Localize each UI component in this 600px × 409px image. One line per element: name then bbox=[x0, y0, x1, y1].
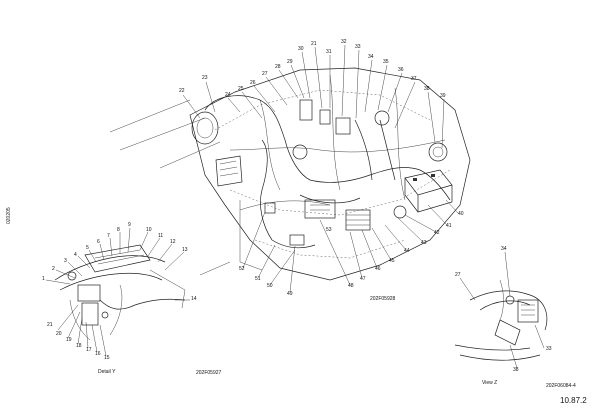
detail-callout-20: 20 bbox=[56, 331, 62, 337]
view-z-drawing bbox=[454, 279, 548, 361]
callout-25: 25 bbox=[238, 86, 244, 92]
callout-48: 48 bbox=[348, 283, 354, 289]
callout-38: 38 bbox=[424, 86, 430, 92]
fan-assembly bbox=[191, 111, 243, 187]
detail-callout-7: 7 bbox=[107, 233, 110, 239]
callout-30: 30 bbox=[298, 46, 304, 52]
figure-number-main: 202F05928 bbox=[370, 296, 396, 302]
page-number: 10.87.2 bbox=[560, 396, 587, 405]
callout-40: 40 bbox=[458, 211, 464, 217]
callout-39: 39 bbox=[440, 93, 446, 99]
view-callout-27: 27 bbox=[455, 272, 461, 278]
callout-34: 34 bbox=[368, 54, 374, 60]
callout-43: 43 bbox=[421, 240, 427, 246]
view-callout-33: 33 bbox=[546, 346, 552, 352]
main-leaders bbox=[182, 44, 459, 293]
callout-22: 22 bbox=[179, 88, 185, 94]
detail-callout-21: 21 bbox=[47, 322, 53, 328]
detail-callout-12: 12 bbox=[170, 239, 176, 245]
detail-callout-5: 5 bbox=[86, 245, 89, 251]
callout-53: 53 bbox=[326, 227, 332, 233]
callout-46: 46 bbox=[375, 266, 381, 272]
detail-callout-18: 18 bbox=[76, 343, 82, 349]
callout-21: 21 bbox=[311, 41, 317, 47]
callout-44: 44 bbox=[404, 248, 410, 254]
callout-36: 36 bbox=[398, 67, 404, 73]
callout-52: 52 bbox=[239, 266, 245, 272]
caption-detail-y: Detail Y bbox=[98, 369, 116, 375]
detail-callout-11: 11 bbox=[158, 233, 164, 239]
callout-31: 31 bbox=[326, 49, 332, 55]
detail-callout-2: 2 bbox=[52, 266, 55, 272]
callout-42: 42 bbox=[434, 230, 440, 236]
detail-callout-3: 3 bbox=[64, 258, 67, 264]
callout-50: 50 bbox=[267, 283, 273, 289]
callout-49: 49 bbox=[287, 291, 293, 297]
callout-28: 28 bbox=[275, 64, 281, 70]
callout-45: 45 bbox=[389, 258, 395, 264]
detail-callout-9: 9 bbox=[128, 222, 131, 228]
detail-callout-16: 16 bbox=[95, 351, 101, 357]
callout-29: 29 bbox=[287, 59, 293, 65]
extension-lines bbox=[109, 99, 231, 276]
round-components bbox=[292, 110, 448, 219]
detail-callout-19: 19 bbox=[66, 337, 72, 343]
relay-boxes bbox=[264, 99, 371, 246]
detail-callout-13: 13 bbox=[182, 247, 188, 253]
main-harness bbox=[204, 95, 451, 249]
view-callout-34: 34 bbox=[501, 246, 507, 252]
detail-callout-6: 6 bbox=[97, 239, 100, 245]
callout-23: 23 bbox=[202, 75, 208, 81]
detail-leaders bbox=[45, 227, 190, 357]
view-leaders bbox=[459, 251, 545, 369]
figure-number-view: 202F06084-4 bbox=[546, 383, 576, 389]
detail-callout-14: 14 bbox=[191, 296, 197, 302]
callout-37: 37 bbox=[411, 76, 417, 82]
figure-number-detail: 202F05927 bbox=[196, 370, 222, 376]
callout-26: 26 bbox=[250, 80, 256, 86]
callout-47: 47 bbox=[360, 276, 366, 282]
side-code: 020205 bbox=[6, 207, 12, 224]
callout-41: 41 bbox=[446, 223, 452, 229]
battery bbox=[404, 169, 453, 213]
callout-24: 24 bbox=[225, 92, 231, 98]
detail-callout-1: 1 bbox=[42, 276, 45, 282]
callout-32: 32 bbox=[341, 39, 347, 45]
callout-27: 27 bbox=[262, 71, 268, 77]
detail-callout-17: 17 bbox=[86, 347, 92, 353]
detail-y-drawing bbox=[54, 244, 186, 341]
callout-33: 33 bbox=[355, 44, 361, 50]
detail-callout-10: 10 bbox=[146, 227, 152, 233]
caption-view-z: View Z bbox=[482, 380, 498, 386]
detail-callout-8: 8 bbox=[117, 227, 120, 233]
detail-callout-15: 15 bbox=[104, 355, 110, 361]
callout-51: 51 bbox=[255, 276, 261, 282]
detail-callout-4: 4 bbox=[74, 252, 77, 258]
callout-35: 35 bbox=[383, 59, 389, 65]
view-callout-38: 38 bbox=[513, 367, 519, 373]
